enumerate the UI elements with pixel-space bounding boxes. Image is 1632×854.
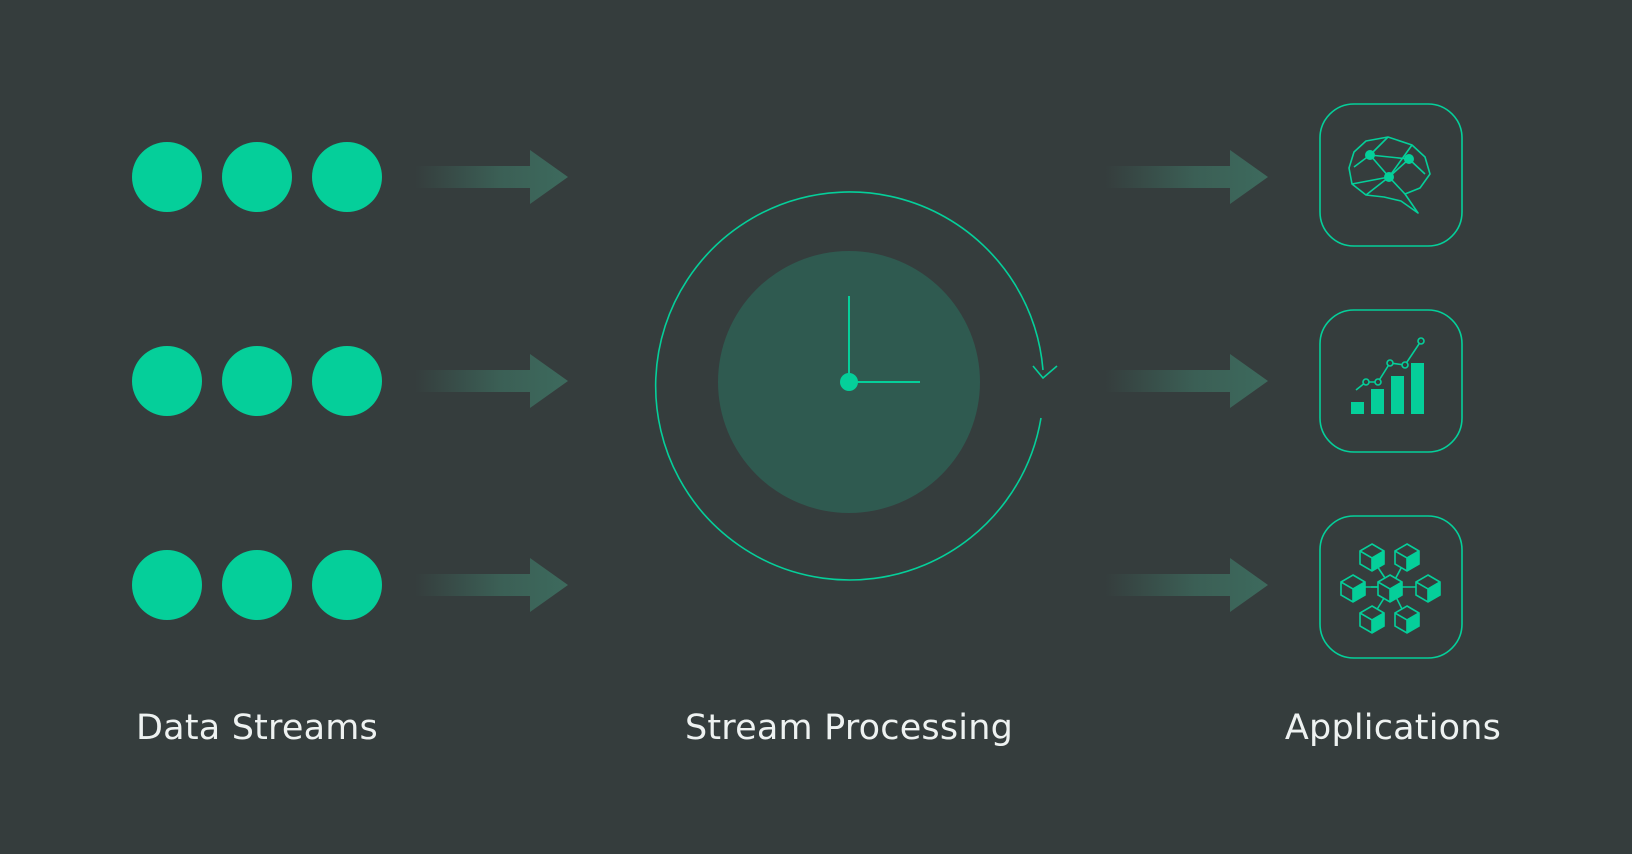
cube xyxy=(1415,574,1441,603)
data-dot xyxy=(132,550,202,620)
data-dot xyxy=(222,346,292,416)
data-stream-row xyxy=(132,142,382,212)
data-dot xyxy=(312,142,382,212)
data-dot xyxy=(222,142,292,212)
cube xyxy=(1340,574,1366,603)
data-dot xyxy=(222,550,292,620)
cycle-arrow-icon xyxy=(654,191,1044,581)
cycle-arrowhead-icon xyxy=(1032,365,1058,380)
data-dot xyxy=(132,346,202,416)
app-tile-analytics xyxy=(1319,309,1463,453)
output-arrows xyxy=(1105,150,1268,612)
cube xyxy=(1394,543,1420,572)
cube xyxy=(1394,605,1420,634)
app-tile-blockchain xyxy=(1319,515,1463,659)
data-stream-row xyxy=(132,346,382,416)
stream-processing-label: Stream Processing xyxy=(684,708,1014,748)
app-tile-ai xyxy=(1319,103,1463,247)
right-arrow-icon xyxy=(415,558,568,612)
right-arrow-icon xyxy=(1105,150,1268,204)
applications-group xyxy=(1319,103,1463,659)
input-arrows xyxy=(415,150,568,612)
right-arrow-icon xyxy=(1105,354,1268,408)
cube xyxy=(1359,543,1385,572)
growth-bar-chart-icon xyxy=(1351,337,1425,414)
applications-label: Applications xyxy=(1284,708,1502,748)
data-dot xyxy=(312,550,382,620)
right-arrow-icon xyxy=(415,150,568,204)
data-dot xyxy=(132,142,202,212)
data-dot xyxy=(312,346,382,416)
blockchain-cubes-icon xyxy=(1340,543,1441,634)
data-streams-group xyxy=(132,142,382,620)
stream-processing-clock xyxy=(654,191,1058,581)
cube xyxy=(1377,574,1403,603)
cube xyxy=(1359,605,1385,634)
right-arrow-icon xyxy=(415,354,568,408)
right-arrow-icon xyxy=(1105,558,1268,612)
brain-network-icon xyxy=(1348,136,1431,214)
data-stream-row xyxy=(132,550,382,620)
data-streams-label: Data Streams xyxy=(136,708,378,748)
clock-center-dot xyxy=(840,373,858,391)
